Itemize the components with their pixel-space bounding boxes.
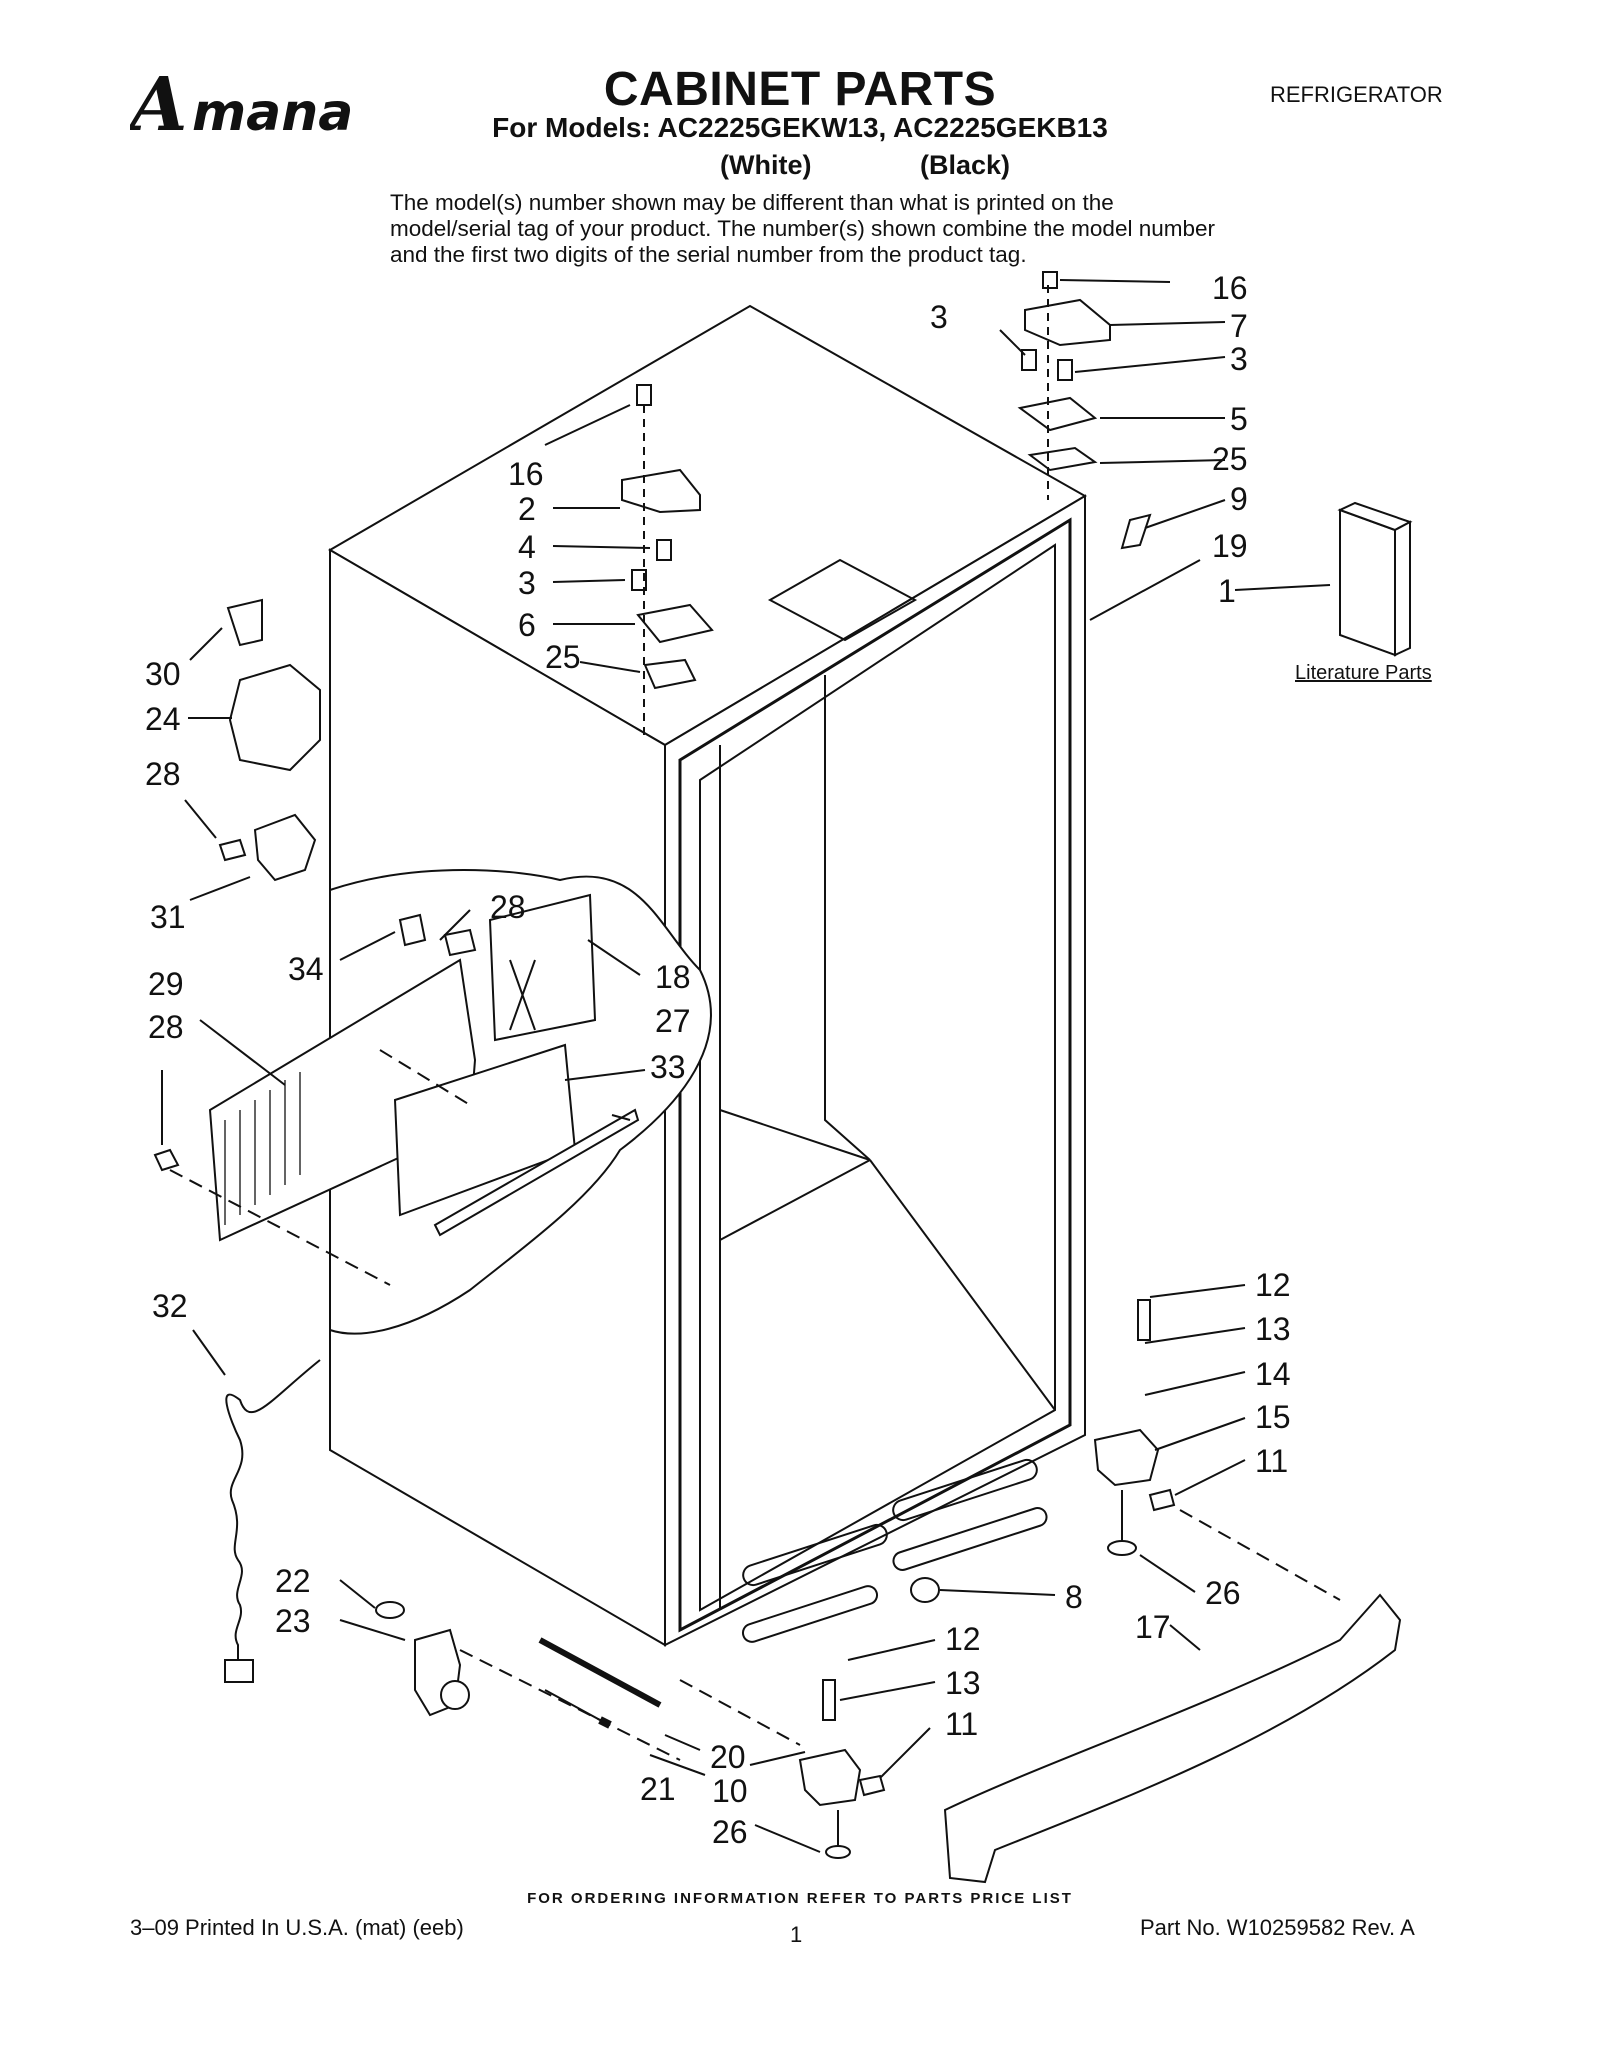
bottom-parts: [375, 1299, 1402, 1884]
print-info: 3–09 Printed In U.S.A. (mat) (eeb): [130, 1915, 464, 1940]
callout-33: 33: [650, 1049, 686, 1085]
callout-28-left-top: 28: [145, 756, 181, 792]
callout-6: 6: [518, 607, 536, 643]
callout-34: 34: [288, 951, 324, 987]
leader-lines: [161, 279, 1331, 1853]
svg-text:A: A: [130, 62, 187, 148]
callout-5: 5: [1230, 401, 1248, 437]
callout-10: 10: [712, 1773, 748, 1809]
ordering-instructions: FOR ORDERING INFORMATION REFER TO PARTS …: [527, 1890, 1073, 1907]
amana-logo: A mana: [130, 62, 353, 148]
callout-26-right: 26: [1205, 1575, 1241, 1611]
literature-booklet: [1339, 508, 1396, 657]
callout-17: 17: [1135, 1609, 1171, 1645]
callout-25-left: 25: [545, 639, 581, 675]
page-title: CABINET PARTS: [603, 63, 997, 116]
callout-24: 24: [145, 701, 181, 737]
models-line: For Models: AC2225GEKW13, AC2225GEKB13: [492, 112, 1108, 143]
callout-11-right: 11: [1255, 1443, 1288, 1479]
callout-14: 14: [1255, 1356, 1291, 1392]
callout-25-top-right: 25: [1212, 441, 1248, 477]
callout-3-top-left: 3: [930, 299, 948, 335]
callout-32: 32: [152, 1288, 188, 1324]
callout-3-left: 3: [518, 565, 536, 601]
callout-18: 18: [655, 959, 691, 995]
callout-1: 1: [1218, 573, 1236, 609]
callout-16-top-right: 16: [1212, 270, 1248, 306]
callout-13-right: 13: [1255, 1311, 1291, 1347]
svg-text:mana: mana: [192, 83, 353, 143]
callout-30: 30: [145, 656, 181, 692]
variant-black: (Black): [920, 150, 1011, 180]
callout-9: 9: [1230, 481, 1248, 517]
callout-31: 31: [150, 899, 186, 935]
callout-26-bottom: 26: [712, 1814, 748, 1850]
top-hinge-right: [1017, 271, 1152, 550]
top-hinge-left: [621, 384, 714, 740]
callout-12-bottom: 12: [945, 1621, 981, 1657]
callouts: 16 7 3 3 5 25 9 19 1 16 2 4 3 6 25 30 24…: [145, 270, 1291, 1850]
callout-21: 21: [640, 1771, 676, 1807]
callout-15: 15: [1255, 1399, 1291, 1435]
power-cord: [225, 1359, 321, 1660]
left-side-parts: [153, 598, 640, 1286]
callout-28-left-bottom: 28: [148, 1009, 184, 1045]
callout-13-bottom: 13: [945, 1665, 981, 1701]
document-type: REFRIGERATOR: [1270, 82, 1443, 107]
callout-20: 20: [710, 1739, 746, 1775]
part-number: Part No. W10259582 Rev. A: [1140, 1915, 1415, 1940]
callout-4: 4: [518, 529, 536, 565]
page-number: 1: [790, 1922, 803, 1947]
model-note: The model(s) number shown may be differe…: [390, 190, 1215, 267]
callout-16-left: 16: [508, 456, 544, 492]
callout-27: 27: [655, 1003, 691, 1039]
variant-white: (White): [720, 150, 812, 180]
callout-23: 23: [275, 1603, 311, 1639]
callout-28-bubble: 28: [490, 889, 526, 925]
literature-parts-label: Literature Parts: [1295, 662, 1432, 684]
callout-3-top-right: 3: [1230, 341, 1248, 377]
callout-29: 29: [148, 966, 184, 1002]
callout-7: 7: [1230, 308, 1248, 344]
callout-8: 8: [1065, 1579, 1083, 1615]
callout-19: 19: [1212, 528, 1248, 564]
callout-2: 2: [518, 491, 536, 527]
callout-22: 22: [275, 1563, 311, 1599]
callout-12-right: 12: [1255, 1267, 1291, 1303]
callout-11-bottom: 11: [945, 1706, 978, 1742]
